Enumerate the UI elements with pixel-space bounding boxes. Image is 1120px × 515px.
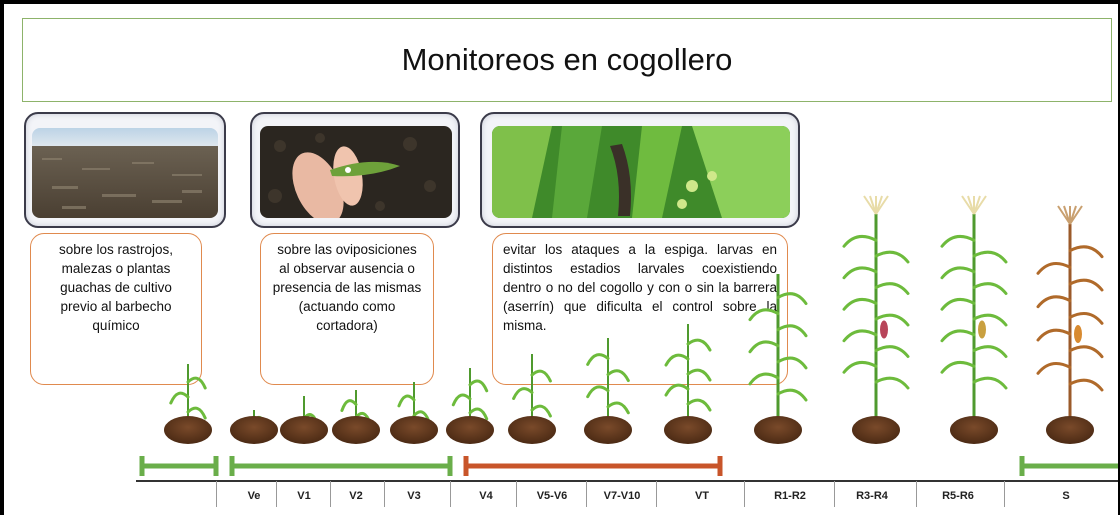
corn-plant-icon <box>332 390 380 444</box>
corn-plant-icon <box>280 396 328 444</box>
stage-tick <box>586 481 587 507</box>
stage-tick <box>744 481 745 507</box>
stage-label-r5-r6: R5-R6 <box>942 490 974 502</box>
larva-on-corn-photo-icon <box>492 126 790 218</box>
stage-tick <box>1004 481 1005 507</box>
stage-label-v7-v10: V7-V10 <box>603 490 641 502</box>
card-text-2: sobre las oviposiciones al observar ause… <box>260 233 434 385</box>
green-bar-1 <box>139 456 219 476</box>
stage-tick <box>276 481 277 507</box>
photo-frame-3 <box>480 112 800 228</box>
corn-plant-icon <box>842 195 910 444</box>
corn-plant-icon <box>584 338 632 444</box>
stage-label-r3-r4: R3-R4 <box>856 490 888 502</box>
stage-label-v1: V1 <box>297 490 311 502</box>
corn-plant-icon <box>164 364 212 444</box>
green-bar-2 <box>229 456 453 476</box>
stage-label-vt: VT <box>694 490 710 502</box>
stage-label-v4: V4 <box>479 490 493 502</box>
stage-label-r1-r2: R1-R2 <box>774 490 806 502</box>
title-box: Monitoreos en cogollero <box>22 18 1112 102</box>
stage-tick <box>834 481 835 507</box>
stage-tick <box>656 481 657 507</box>
stage-label-v5-v6: V5-V6 <box>536 490 568 502</box>
stage-tick <box>330 481 331 507</box>
field-stubble-photo-icon <box>32 128 218 218</box>
card-text-1: sobre los rastrojos, malezas o plantas g… <box>30 233 202 385</box>
growth-stage-illustration <box>139 195 1118 476</box>
stage-tick <box>450 481 451 507</box>
corn-plant-icon <box>664 324 712 444</box>
stage-tick <box>216 481 217 507</box>
hand-holding-leaf-photo-icon <box>260 126 452 218</box>
corn-plant-icon <box>390 382 438 444</box>
corn-plant-icon <box>748 274 808 444</box>
photo-frame-2 <box>250 112 460 228</box>
stage-label-v3: V3 <box>407 490 421 502</box>
corn-plant-icon <box>446 368 494 444</box>
corn-plant-icon <box>1036 205 1104 444</box>
green-bar-3 <box>1019 456 1118 476</box>
stage-label-v2: V2 <box>349 490 363 502</box>
stage-tick <box>916 481 917 507</box>
orange-bar <box>463 456 723 476</box>
stage-label-s: S <box>1062 490 1070 502</box>
stage-tick <box>384 481 385 507</box>
card-text-3: evitar los ataques a la espiga. larvas e… <box>492 233 788 385</box>
corn-plant-icon <box>940 195 1008 444</box>
diagram-frame: Monitoreos en cogollero sobre los rastro… <box>4 4 1118 515</box>
corn-plant-icon <box>230 410 278 444</box>
photo-frame-1 <box>24 112 226 228</box>
stage-tick <box>516 481 517 507</box>
stage-axis <box>136 480 1118 482</box>
stage-label-ve: Ve <box>247 490 261 502</box>
page-title: Monitoreos en cogollero <box>401 42 733 77</box>
corn-plant-icon <box>508 354 556 444</box>
